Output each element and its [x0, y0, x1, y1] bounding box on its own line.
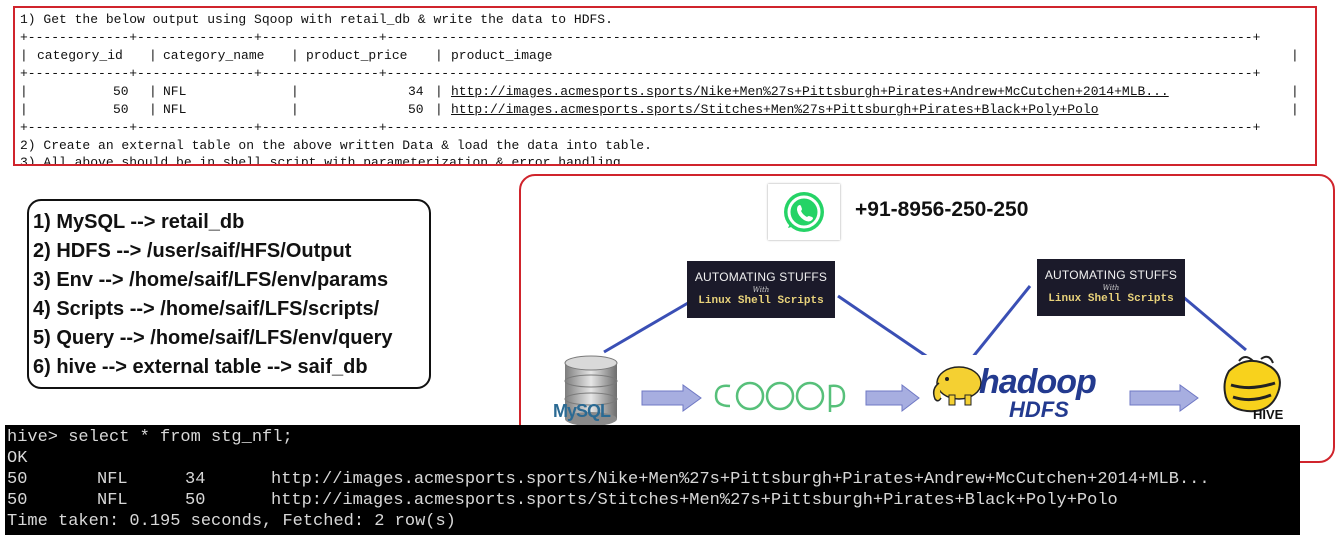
elephant-icon [932, 366, 982, 406]
header-product-image: product_image [451, 48, 553, 63]
task-box: 1) Get the below output using Sqoop with… [13, 6, 1317, 166]
terminal-ok: OK [7, 449, 28, 468]
terminal-cell: 50 [7, 491, 28, 510]
mysql-logo: MySQL [551, 355, 633, 429]
flow-arrow [1129, 384, 1199, 412]
task-line-3: 3) All above should be in shell script w… [20, 155, 629, 166]
badge-with: With [1102, 284, 1120, 292]
cell-product-price: 50 [408, 102, 424, 117]
info-hive: 6) hive --> external table --> saif_db [33, 356, 368, 378]
terminal-footer: Time taken: 0.195 seconds, Fetched: 2 ro… [7, 512, 456, 531]
connector-line [970, 285, 1032, 359]
info-env: 3) Env --> /home/saif/LFS/env/params [33, 269, 389, 291]
database-icon [564, 355, 618, 426]
connector-line [837, 294, 933, 362]
task-line-1: 1) Get the below output using Sqoop with… [20, 12, 613, 27]
whatsapp-icon [784, 192, 824, 232]
cell-product-image-link[interactable]: http://images.acmesports.sports/Nike+Men… [451, 84, 1169, 99]
sqoop-icon [714, 381, 846, 412]
table-pipe: | [149, 48, 157, 63]
connector-line [603, 301, 689, 354]
phone-number: +91-8956-250-250 [855, 198, 1029, 221]
terminal-prompt: hive> select * from stg_nfl; [7, 428, 293, 447]
table-pipe: | [435, 84, 443, 99]
table-separator-bottom: +-------------+---------------+---------… [20, 120, 1261, 135]
table-pipe: | [149, 102, 157, 117]
config-info-box: 1) MySQL --> retail_db 2) HDFS --> /user… [27, 199, 431, 389]
hadoop-label: hadoop [979, 363, 1097, 401]
header-category-id: category_id [37, 48, 123, 63]
cell-category-name: NFL [163, 84, 187, 99]
flow-arrow [641, 384, 702, 412]
badge-subtitle: Linux Shell Scripts [1048, 293, 1174, 305]
table-pipe: | [149, 84, 157, 99]
table-pipe: | [1291, 102, 1299, 117]
cell-category-id: 50 [113, 102, 129, 117]
sqoop-logo: sqoop [706, 374, 858, 420]
automating-stuffs-badge: AUTOMATING STUFFS With Linux Shell Scrip… [687, 261, 835, 318]
table-pipe: | [291, 102, 299, 117]
task-line-2: 2) Create an external table on the above… [20, 138, 652, 153]
hdfs-label: HDFS [1009, 397, 1069, 422]
terminal-cell: http://images.acmesports.sports/Nike+Men… [271, 470, 1210, 489]
hive-bee-icon [1223, 355, 1281, 413]
table-pipe: | [435, 48, 443, 63]
terminal-cell: 34 [185, 470, 206, 489]
terminal-cell: NFL [97, 491, 128, 510]
flow-arrow [865, 383, 920, 413]
cell-product-price: 34 [408, 84, 424, 99]
hive-terminal: hive> select * from stg_nfl; OK 50 NFL 3… [5, 425, 1300, 535]
badge-title: AUTOMATING STUFFS [694, 270, 828, 284]
info-mysql: 1) MySQL --> retail_db [33, 211, 245, 233]
header-product-price: product_price [306, 48, 408, 63]
hive-logo: HIVE [1209, 351, 1302, 427]
terminal-cell: 50 [7, 470, 28, 489]
automating-stuffs-badge: AUTOMATING STUFFS With Linux Shell Scrip… [1037, 259, 1185, 316]
table-pipe: | [291, 84, 299, 99]
whatsapp-logo [768, 184, 840, 240]
info-query: 5) Query --> /home/saif/LFS/env/query [33, 327, 393, 349]
table-pipe: | [291, 48, 299, 63]
terminal-cell: 50 [185, 491, 206, 510]
table-pipe: | [20, 102, 28, 117]
table-pipe: | [1291, 84, 1299, 99]
table-pipe: | [435, 102, 443, 117]
badge-subtitle: Linux Shell Scripts [698, 295, 824, 307]
hive-label: HIVE [1253, 407, 1284, 422]
table-pipe: | [20, 48, 28, 63]
badge-title: AUTOMATING STUFFS [1044, 268, 1178, 282]
badge-with: With [752, 286, 770, 294]
mysql-label: MySQL [553, 401, 611, 421]
table-pipe: | [20, 84, 28, 99]
table-separator-top: +-------------+---------------+---------… [20, 30, 1261, 45]
cell-category-name: NFL [163, 102, 187, 117]
hadoop-hdfs-logo: hadoop HDFS [921, 355, 1120, 427]
table-pipe: | [1291, 48, 1299, 63]
table-separator-mid: +-------------+---------------+---------… [20, 66, 1261, 81]
cell-category-id: 50 [113, 84, 129, 99]
info-scripts: 4) Scripts --> /home/saif/LFS/scripts/ [33, 298, 380, 320]
connector-line [1181, 294, 1247, 352]
header-category-name: category_name [163, 48, 265, 63]
terminal-cell: http://images.acmesports.sports/Stitches… [271, 491, 1118, 510]
terminal-cell: NFL [97, 470, 128, 489]
info-hdfs: 2) HDFS --> /user/saif/HFS/Output [33, 240, 352, 262]
cell-product-image-link[interactable]: http://images.acmesports.sports/Stitches… [451, 102, 1099, 117]
